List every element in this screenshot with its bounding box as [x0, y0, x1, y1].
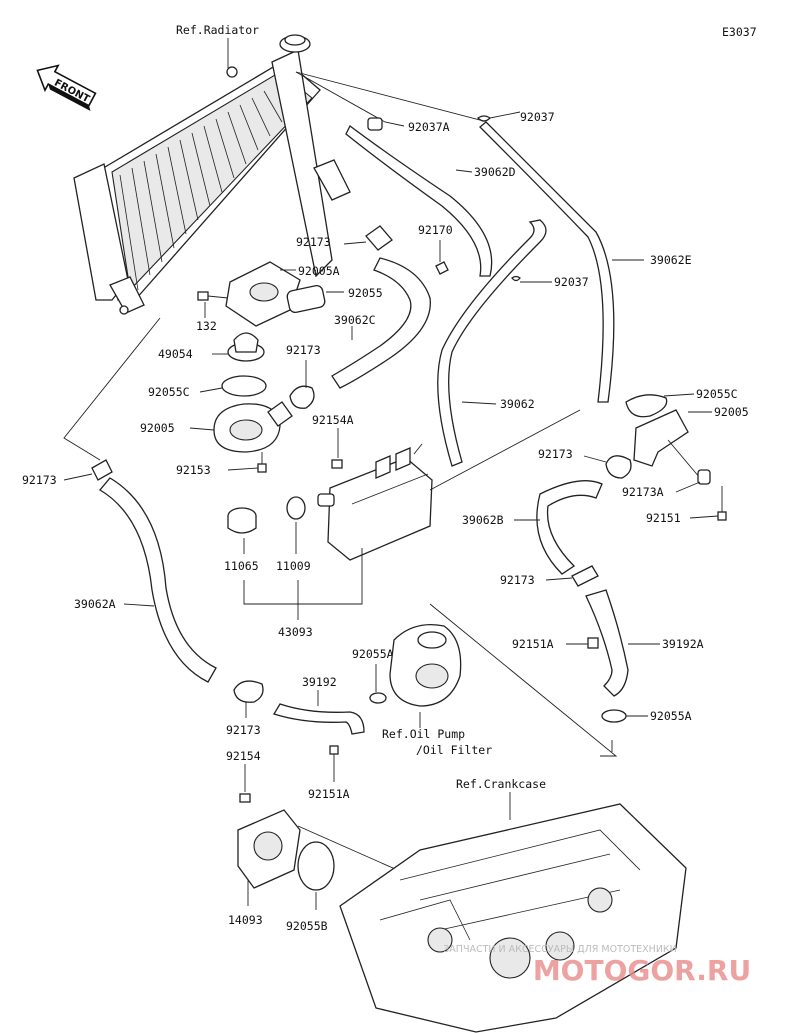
ref-oil-pump-label-1: Ref.Oil Pump [382, 727, 465, 741]
bolt-92153 [257, 463, 267, 473]
label-92005A: 92005A [298, 264, 340, 278]
label-92037-top: 92037 [520, 110, 555, 124]
label-92173-d: 92173 [500, 573, 535, 587]
oring-92055C-left [221, 375, 267, 397]
clamp-92037-top [476, 115, 492, 122]
label-92055C-left: 92055C [148, 385, 190, 399]
ref-oil-pump-label-2: /Oil Filter [416, 743, 492, 757]
label-39192: 39192 [302, 675, 337, 689]
label-92151A-mid: 92151A [308, 787, 350, 801]
label-92173-b: 92173 [286, 343, 321, 357]
bolt-132 [197, 291, 229, 301]
label-92173-left: 92173 [22, 473, 57, 487]
label-92037-mid: 92037 [554, 275, 589, 289]
clamp-92173-right [605, 455, 632, 479]
oring-92055C-right [625, 394, 668, 418]
hose-39062D [345, 125, 493, 277]
cap-11065 [227, 507, 257, 534]
ref-radiator-label: Ref.Radiator [176, 23, 259, 37]
pipe-39192A [585, 589, 629, 697]
clamp-92173-lower-right [571, 565, 599, 587]
label-92151: 92151 [646, 511, 681, 525]
reserve-tank [317, 447, 433, 561]
label-11009: 11009 [276, 559, 311, 573]
crankcase [339, 803, 687, 1033]
bolt-92151A-mid [329, 745, 339, 755]
label-92005-left: 92005 [140, 421, 175, 435]
clamp-92037A [367, 117, 383, 131]
label-92173-a: 92173 [296, 235, 331, 249]
label-92153: 92153 [176, 463, 211, 477]
bolt-92154 [239, 793, 251, 803]
gasket-11009 [286, 496, 306, 520]
label-92173-c: 92173 [538, 447, 573, 461]
clip-92170 [435, 261, 449, 275]
label-92055A-mid: 92055A [352, 647, 394, 661]
label-49054: 49054 [158, 347, 193, 361]
oring-92055A-mid [369, 692, 387, 704]
clamp-92173-left [91, 459, 113, 481]
hose-39062B [536, 480, 603, 575]
label-92055A-right: 92055A [650, 709, 692, 723]
bolt-92154A [331, 459, 343, 469]
label-39062D: 39062D [474, 165, 516, 179]
label-92173-e: 92173 [226, 723, 261, 737]
clamp-92173-lower [233, 680, 264, 703]
label-11065: 11065 [224, 559, 259, 573]
oring-92055 [286, 284, 326, 314]
label-39192A: 39192A [662, 637, 704, 651]
bolt-92151A-right [587, 637, 599, 649]
clamp-92173-mid [289, 385, 315, 409]
pipe-39192 [273, 703, 365, 735]
label-92055B: 92055B [286, 919, 328, 933]
hose-39062 [437, 219, 547, 467]
label-92037A: 92037A [408, 120, 450, 134]
front-arrow-icon: FRONT [36, 64, 97, 112]
label-14093: 14093 [228, 913, 263, 927]
label-92170: 92170 [418, 223, 453, 237]
label-92151A-right: 92151A [512, 637, 554, 651]
bolt-92151 [717, 511, 727, 521]
label-39062: 39062 [500, 397, 535, 411]
label-39062B: 39062B [462, 513, 504, 527]
cover-14093 [237, 809, 301, 889]
label-39062A: 39062A [74, 597, 116, 611]
hose-39062E [479, 121, 615, 403]
hose-39062A [99, 477, 217, 683]
hose-39062C [331, 257, 431, 389]
label-92005-right: 92005 [714, 405, 749, 419]
ref-crankcase-label: Ref.Crankcase [456, 777, 546, 791]
label-92154: 92154 [226, 749, 261, 763]
thermostat-housing-92005 [213, 401, 293, 453]
oil-pump-housing [389, 623, 462, 707]
radiator [73, 34, 351, 315]
watermark-tagline: ЗАПЧАСТИ И АКСЕССУАРЫ ДЛЯ МОТОТЕХНИКИ [443, 944, 677, 955]
label-132: 132 [196, 319, 217, 333]
clamp-92173-upper [365, 225, 393, 251]
label-39062E: 39062E [650, 253, 692, 267]
clamp-92037-mid [511, 275, 521, 282]
watermark-brand: MOTOGOR.RU [533, 954, 751, 987]
diagram-code: E3037 [722, 25, 757, 39]
outlet-92005-right [633, 409, 689, 467]
thermostat-49054 [227, 332, 265, 362]
label-92055C-right: 92055C [696, 387, 738, 401]
label-92154A: 92154A [312, 413, 354, 427]
oring-92055A-right [601, 709, 627, 723]
label-43093: 43093 [278, 625, 313, 639]
oring-92055B [297, 841, 335, 891]
label-92173A: 92173A [622, 485, 664, 499]
label-39062C: 39062C [334, 313, 376, 327]
label-92055: 92055 [348, 286, 383, 300]
clamp-92173A [697, 469, 711, 485]
